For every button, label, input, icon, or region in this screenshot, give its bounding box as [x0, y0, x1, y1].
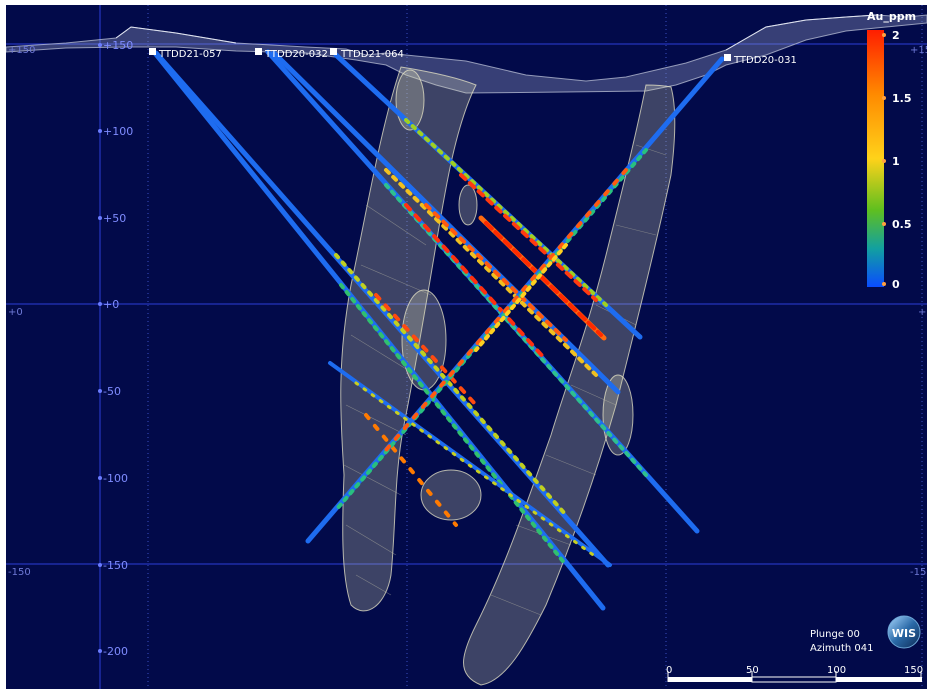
colorbar-gradient [867, 30, 884, 287]
scale-tick-100: 100 [827, 665, 846, 676]
axis-label-neg100: -100 [103, 472, 128, 485]
collar-marker-064 [330, 48, 337, 55]
collar-markers [149, 48, 731, 61]
collar-marker-031 [724, 54, 731, 61]
scale-tick-150: 150 [904, 665, 923, 676]
colorbar-tick-0-5: 0.5 [892, 218, 912, 231]
edge-label-mid-right: + [918, 307, 926, 318]
drillhole-label-032: TTDD20-032 [264, 49, 328, 60]
colorbar-title: Au_ppm [867, 10, 916, 23]
collar-marker-057 [149, 48, 156, 55]
drillholes [152, 49, 725, 611]
axis-label-150: +150 [103, 39, 133, 52]
colorbar-tick-2: 2 [892, 29, 900, 42]
axis-label-100: +100 [103, 125, 133, 138]
edge-label-mid-left: +0 [8, 307, 23, 318]
edge-label-top-right: +15 [910, 45, 927, 56]
scale-bar: 0 50 100 150 [666, 665, 923, 683]
drillhole-label-031: TTDD20-031 [733, 55, 797, 66]
section-view[interactable]: TTDD21-057 TTDD20-032 TTDD21-064 TTDD20-… [6, 5, 927, 689]
axis-label-50: +50 [103, 212, 126, 225]
colorbar-legend: Au_ppm 2 1.5 1 0.5 0 [867, 10, 916, 291]
colorbar-tick-1: 1 [892, 155, 900, 168]
scale-tick-0: 0 [666, 665, 672, 676]
left-axis-ticks [98, 43, 102, 653]
3d-scene[interactable]: TTDD21-057 TTDD20-032 TTDD21-064 TTDD20-… [6, 5, 927, 689]
azimuth-label: Azimuth 041 [810, 643, 873, 654]
topography-surface [6, 14, 927, 94]
drillhole-label-064: TTDD21-064 [340, 49, 404, 60]
edge-label-bottom-right: -15 [910, 567, 926, 578]
drillhole-label-057: TTDD21-057 [158, 49, 222, 60]
scale-tick-50: 50 [746, 665, 759, 676]
axis-label-neg50: -50 [103, 385, 121, 398]
colorbar-tick-0: 0 [892, 278, 900, 291]
collar-marker-032 [255, 48, 262, 55]
axis-label-neg150: -150 [103, 559, 128, 572]
edge-label-bottom-left: -150 [8, 567, 31, 578]
ore-body-wireframe [340, 66, 676, 686]
axis-label-neg200: -200 [103, 645, 128, 658]
grid [6, 5, 927, 689]
wis-logo: WIS [887, 615, 921, 649]
logo-text: WIS [892, 627, 916, 640]
plunge-label: Plunge 00 [810, 629, 860, 640]
edge-label-top-left: +150 [8, 45, 35, 56]
axis-label-0: +0 [103, 298, 119, 311]
colorbar-tick-1-5: 1.5 [892, 92, 912, 105]
